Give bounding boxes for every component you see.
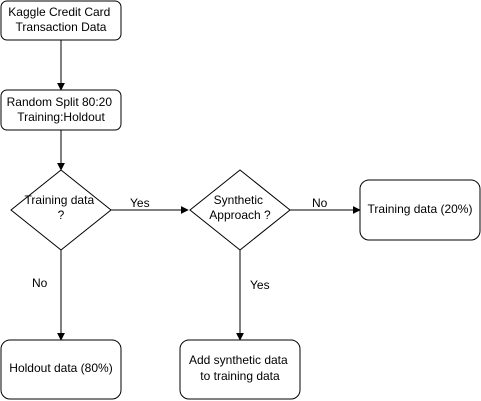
node-training-20-text: Training data (20%): [368, 202, 473, 216]
node-split-line-2: Training:Holdout: [17, 110, 105, 124]
edge-label-synthetic-no: No: [312, 196, 328, 210]
edge-label-synthetic-yes: Yes: [250, 278, 270, 292]
node-training-20-box: [359, 179, 481, 241]
node-synthetic-decision-line-2: Approach ?: [209, 208, 271, 222]
edge-label-training-no: No: [32, 276, 48, 290]
node-synthetic-decision-diamond: [189, 169, 291, 251]
node-source-text: Kaggle Credit Card Transaction Data: [8, 5, 113, 34]
node-training-decision-diamond: [10, 169, 112, 251]
node-source-line-2: Transaction Data: [16, 20, 107, 34]
node-add-synthetic-text: Add synthetic data to training data: [189, 353, 291, 383]
edge-label-training-yes: Yes: [130, 196, 150, 210]
node-training-decision-line-1: Training data: [25, 193, 95, 207]
node-synthetic-decision-text: Synthetic Approach ?: [209, 193, 271, 222]
node-split-box: [0, 89, 122, 131]
node-training-20-line-1: Training data (20%): [368, 202, 473, 216]
node-synthetic-decision-line-1: Synthetic: [214, 193, 263, 207]
node-training-decision-text: Training data ?: [25, 193, 98, 222]
node-add-synthetic-line-2: to training data: [200, 369, 280, 383]
node-add-synthetic-line-1: Add synthetic data: [189, 353, 288, 367]
node-holdout-80-line-1: Holdout data (80%): [9, 361, 112, 375]
node-split-line-1: Random Split 80:20: [7, 95, 113, 109]
node-holdout-80-box: [0, 339, 122, 400]
node-split-text: Random Split 80:20 Training:Holdout: [7, 95, 116, 124]
node-source-line-1: Kaggle Credit Card: [8, 5, 110, 19]
node-source-box: [0, 0, 122, 41]
node-holdout-80-text: Holdout data (80%): [9, 361, 112, 375]
node-training-decision-line-2: ?: [58, 208, 65, 222]
node-add-synthetic-box: [179, 339, 301, 400]
